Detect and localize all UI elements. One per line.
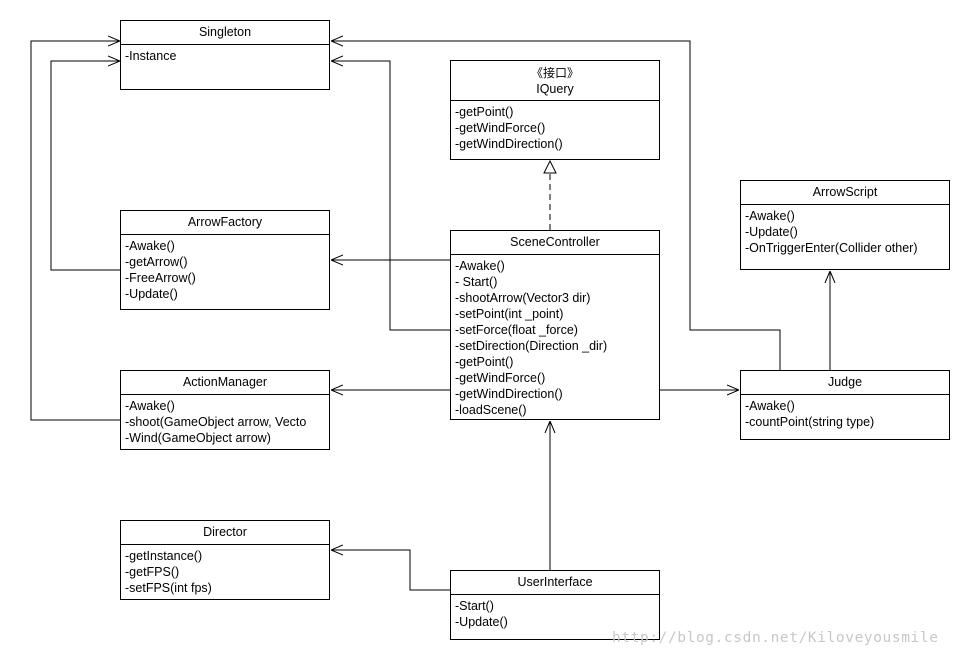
class-singleton-ops: -Instance bbox=[121, 45, 329, 64]
class-iquery-stereotype: 《接口》 bbox=[530, 66, 579, 80]
class-actionmanager-ops: -Awake() -shoot(GameObject arrow, Vecto … bbox=[121, 395, 329, 446]
class-scenecontroller-op: -Awake() bbox=[455, 259, 505, 273]
class-arrowscript[interactable]: ArrowScript -Awake() -Update() -OnTrigge… bbox=[740, 180, 950, 270]
class-director-name: Director bbox=[121, 521, 329, 545]
class-director-op: -getInstance() bbox=[125, 549, 203, 563]
class-director-op: -setFPS(int fps) bbox=[125, 581, 212, 595]
edge-actionmanager-singleton bbox=[30, 41, 120, 421]
class-actionmanager-op: -shoot(GameObject arrow, Vecto bbox=[125, 415, 307, 429]
class-scenecontroller-op: -getWindDirection() bbox=[455, 387, 563, 401]
class-scenecontroller[interactable]: SceneController -Awake() - Start() -shoo… bbox=[450, 230, 660, 420]
edge-scenecontroller-singleton bbox=[331, 61, 450, 331]
class-arrowscript-op: -Update() bbox=[745, 225, 798, 239]
class-arrowfactory-op: -Update() bbox=[125, 287, 178, 301]
class-scenecontroller-op: -getWindForce() bbox=[455, 371, 546, 385]
class-director-ops: -getInstance() -getFPS() -setFPS(int fps… bbox=[121, 545, 329, 596]
class-iquery-op: -getWindDirection() bbox=[455, 137, 563, 151]
class-scenecontroller-op: - Start() bbox=[455, 275, 498, 289]
class-judge-op: -countPoint(string type) bbox=[745, 415, 875, 429]
edge-arrowfactory-singleton bbox=[50, 61, 120, 271]
class-judge-ops: -Awake() -countPoint(string type) bbox=[741, 395, 949, 430]
class-iquery-header: 《接口》 IQuery bbox=[451, 61, 659, 101]
class-userinterface-op: -Start() bbox=[455, 599, 494, 613]
class-actionmanager[interactable]: ActionManager -Awake() -shoot(GameObject… bbox=[120, 370, 330, 450]
watermark-text: http://blog.csdn.net/Kiloveyousmile bbox=[612, 630, 939, 646]
class-scenecontroller-ops: -Awake() - Start() -shootArrow(Vector3 d… bbox=[451, 255, 659, 418]
class-actionmanager-op: -Wind(GameObject arrow) bbox=[125, 431, 271, 445]
class-scenecontroller-op: -setDirection(Direction _dir) bbox=[455, 339, 608, 353]
class-judge[interactable]: Judge -Awake() -countPoint(string type) bbox=[740, 370, 950, 440]
class-iquery-ops: -getPoint() -getWindForce() -getWindDire… bbox=[451, 101, 659, 152]
class-userinterface[interactable]: UserInterface -Start() -Update() bbox=[450, 570, 660, 640]
class-judge-op: -Awake() bbox=[745, 399, 795, 413]
class-scenecontroller-name: SceneController bbox=[451, 231, 659, 255]
class-actionmanager-op: -Awake() bbox=[125, 399, 175, 413]
class-scenecontroller-op: -setForce(float _force) bbox=[455, 323, 578, 337]
class-iquery-op: -getPoint() bbox=[455, 105, 514, 119]
class-iquery-name: IQuery bbox=[536, 82, 574, 96]
class-userinterface-op: -Update() bbox=[455, 615, 508, 629]
class-director-op: -getFPS() bbox=[125, 565, 180, 579]
class-arrowscript-op: -Awake() bbox=[745, 209, 795, 223]
class-scenecontroller-op: -shootArrow(Vector3 dir) bbox=[455, 291, 591, 305]
class-userinterface-name: UserInterface bbox=[451, 571, 659, 595]
class-judge-name: Judge bbox=[741, 371, 949, 395]
class-director[interactable]: Director -getInstance() -getFPS() -setFP… bbox=[120, 520, 330, 600]
edge-userinterface-director bbox=[331, 550, 450, 591]
class-iquery-op: -getWindForce() bbox=[455, 121, 546, 135]
class-arrowscript-ops: -Awake() -Update() -OnTriggerEnter(Colli… bbox=[741, 205, 949, 256]
edge-judge-singleton bbox=[331, 41, 781, 370]
class-scenecontroller-op: -loadScene() bbox=[455, 403, 527, 417]
class-arrowfactory-name: ArrowFactory bbox=[121, 211, 329, 235]
class-arrowscript-op: -OnTriggerEnter(Collider other) bbox=[745, 241, 918, 255]
class-arrowfactory-op: -Awake() bbox=[125, 239, 175, 253]
class-singleton-name: Singleton bbox=[121, 21, 329, 45]
class-actionmanager-name: ActionManager bbox=[121, 371, 329, 395]
class-scenecontroller-op: -setPoint(int _point) bbox=[455, 307, 564, 321]
class-singleton-op: -Instance bbox=[125, 49, 177, 63]
class-scenecontroller-op: -getPoint() bbox=[455, 355, 514, 369]
class-arrowscript-name: ArrowScript bbox=[741, 181, 949, 205]
class-iquery[interactable]: 《接口》 IQuery -getPoint() -getWindForce() … bbox=[450, 60, 660, 160]
class-userinterface-ops: -Start() -Update() bbox=[451, 595, 659, 630]
class-arrowfactory-ops: -Awake() -getArrow() -FreeArrow() -Updat… bbox=[121, 235, 329, 302]
class-arrowfactory-op: -FreeArrow() bbox=[125, 271, 196, 285]
class-arrowfactory-op: -getArrow() bbox=[125, 255, 188, 269]
class-arrowfactory[interactable]: ArrowFactory -Awake() -getArrow() -FreeA… bbox=[120, 210, 330, 310]
class-singleton[interactable]: Singleton -Instance bbox=[120, 20, 330, 90]
